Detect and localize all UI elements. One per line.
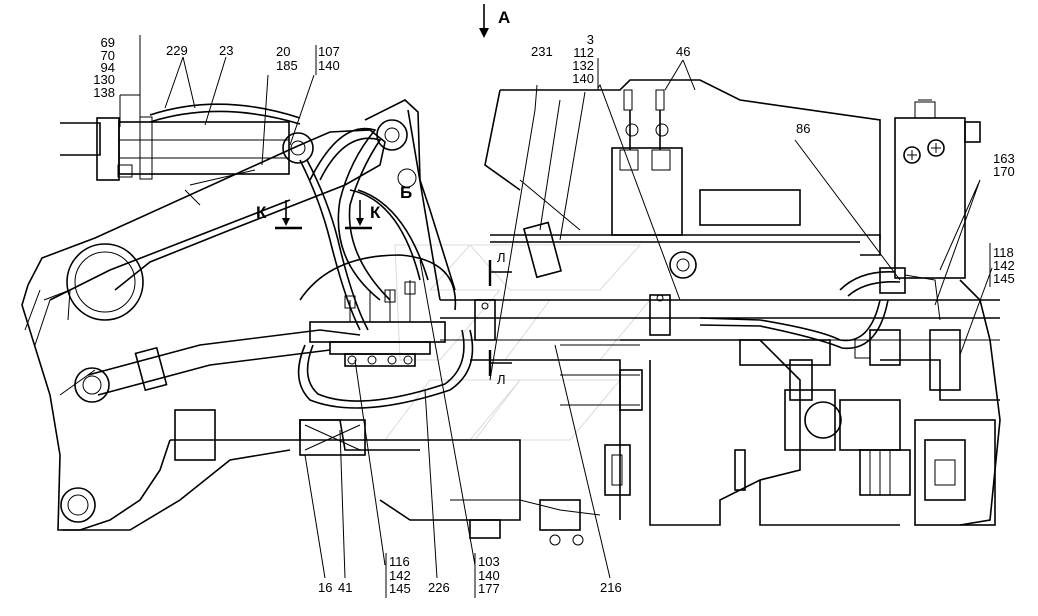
view-arrow-label: А bbox=[498, 8, 510, 27]
callout-140-a: 140 bbox=[318, 58, 340, 73]
callout-118: 118 bbox=[993, 245, 1014, 260]
callout-112: 112 bbox=[573, 45, 594, 60]
callout-41: 41 bbox=[338, 580, 352, 595]
callout-142-b: 142 bbox=[389, 568, 411, 583]
callout-103: 103 bbox=[478, 554, 500, 569]
boom-arm bbox=[21, 129, 386, 531]
callout-170: 170 bbox=[993, 164, 1015, 179]
callout-216: 216 bbox=[600, 580, 622, 595]
pulley bbox=[474, 251, 697, 341]
callout-138: 138 bbox=[93, 85, 115, 100]
transmission bbox=[560, 279, 1001, 526]
callout-86: 86 bbox=[796, 121, 810, 136]
callout-23: 23 bbox=[219, 43, 233, 58]
callout-107: 107 bbox=[318, 44, 340, 59]
right-hoses bbox=[699, 267, 941, 366]
callout-94: 94 bbox=[101, 60, 115, 75]
hoses bbox=[297, 127, 474, 409]
callout-130: 130 bbox=[93, 72, 115, 87]
valve-block bbox=[309, 280, 446, 367]
callout-177: 177 bbox=[478, 581, 500, 596]
callout-229: 229 bbox=[166, 43, 188, 58]
callout-142-a: 142 bbox=[993, 258, 1015, 273]
callout-70: 70 bbox=[101, 48, 115, 63]
callout-140-b: 140 bbox=[572, 71, 594, 86]
view-b-label: Б bbox=[400, 183, 412, 202]
cab bbox=[484, 79, 881, 279]
section-k-left-label: К bbox=[256, 203, 267, 222]
callout-69: 69 bbox=[101, 35, 115, 50]
callout-116: 116 bbox=[389, 554, 410, 569]
control-box bbox=[894, 99, 981, 279]
section-l-top-label: Л bbox=[497, 250, 506, 265]
callout-226: 226 bbox=[428, 580, 450, 595]
leader-lines bbox=[119, 35, 993, 598]
callout-185: 185 bbox=[276, 58, 298, 73]
callout-145-b: 145 bbox=[389, 581, 411, 596]
callout-145-a: 145 bbox=[993, 271, 1015, 286]
callout-132: 132 bbox=[572, 58, 594, 73]
callout-46: 46 bbox=[676, 44, 690, 59]
callout-3: 3 bbox=[587, 32, 594, 47]
callout-20: 20 bbox=[276, 44, 290, 59]
section-l-bottom-label: Л bbox=[497, 372, 506, 387]
labels: А К К Б Л Л 69 70 94 130 138 229 23 20 1… bbox=[93, 8, 1014, 596]
callout-16: 16 bbox=[318, 580, 332, 595]
callout-140-c: 140 bbox=[478, 568, 500, 583]
callout-231: 231 bbox=[531, 44, 553, 59]
pivot-plate bbox=[282, 99, 456, 301]
callout-163: 163 bbox=[993, 151, 1015, 166]
section-markers bbox=[275, 4, 512, 376]
section-k-right-label: К bbox=[370, 203, 381, 222]
hydraulic-cylinder bbox=[60, 103, 301, 206]
